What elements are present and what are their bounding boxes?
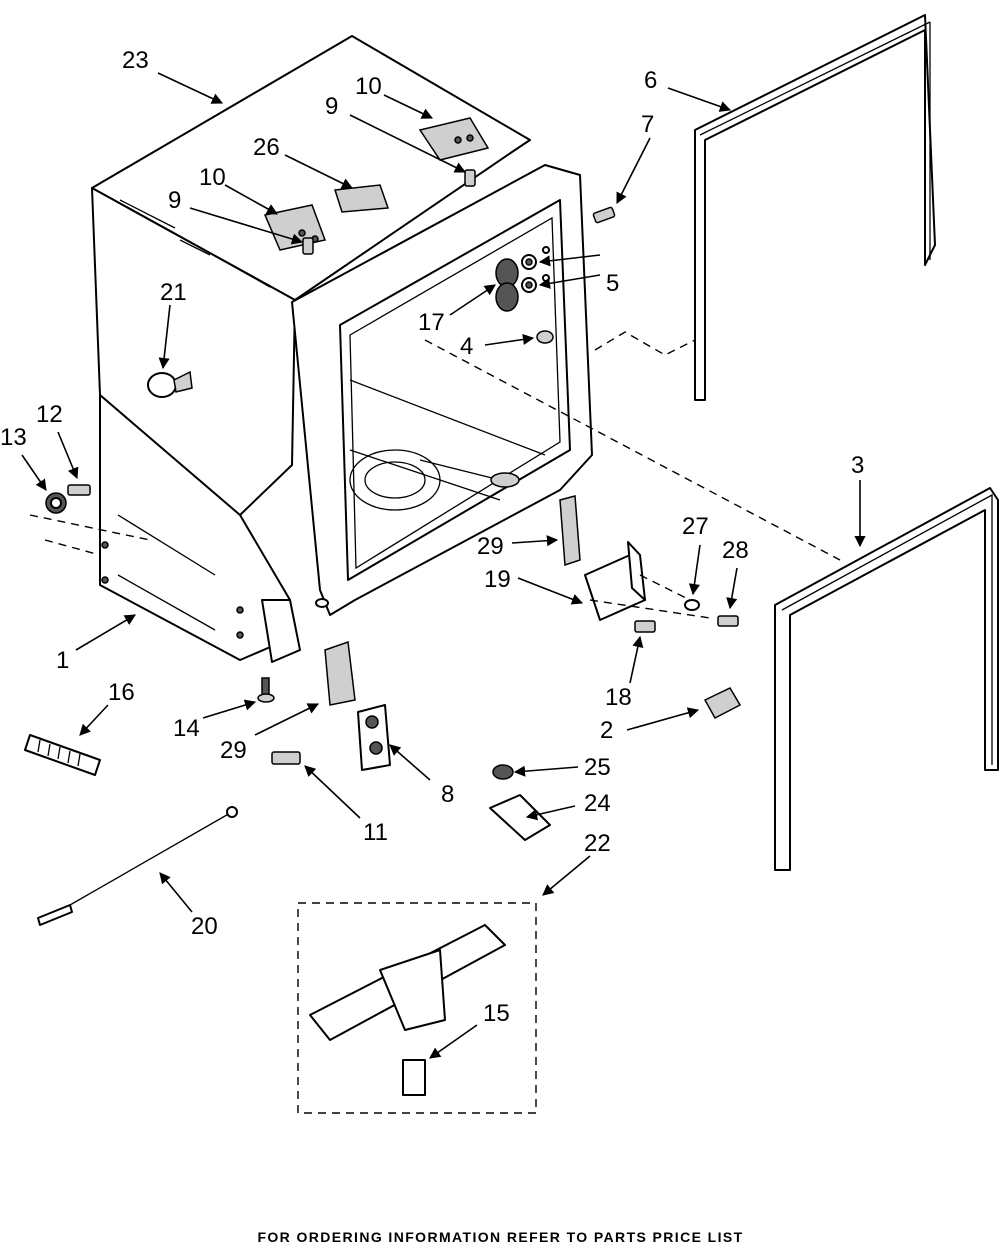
callout-15: 15	[483, 1000, 510, 1027]
bracket-24	[489, 794, 551, 841]
fitting-15	[402, 1059, 426, 1096]
callout-20: 20	[191, 913, 218, 940]
callout-8: 8	[441, 781, 454, 808]
hinge-bracket-rear	[418, 117, 490, 161]
washer-27	[684, 599, 700, 611]
callout-10-rear: 10	[355, 73, 382, 100]
bolt-11	[271, 751, 301, 765]
callout-4: 4	[460, 333, 473, 360]
callout-29-left: 29	[220, 737, 247, 764]
bracket-29-left	[324, 640, 356, 706]
screw-28	[717, 615, 739, 627]
callout-11: 11	[363, 819, 388, 846]
callout-9-rear: 9	[325, 93, 338, 120]
wheels-17	[495, 258, 519, 312]
tub-gasket-3	[774, 487, 999, 871]
callout-3: 3	[851, 452, 864, 479]
bracket-29-right	[559, 495, 581, 567]
callout-9-front: 9	[168, 187, 181, 214]
spray-arm-manifold	[309, 924, 506, 1041]
switch-25	[492, 764, 514, 780]
leader-lines	[21, 72, 866, 1059]
callout-23: 23	[122, 47, 149, 74]
callout-2: 2	[600, 717, 613, 744]
screw-rear	[464, 169, 476, 187]
screw-front	[302, 237, 314, 255]
tub-clip	[334, 184, 390, 213]
callout-22: 22	[584, 830, 611, 857]
callout-7: 7	[641, 111, 654, 138]
clip-2	[703, 687, 742, 720]
grommet	[45, 492, 67, 514]
callout-21: 21	[160, 279, 187, 306]
ordering-info-footer: FOR ORDERING INFORMATION REFER TO PARTS …	[257, 1229, 744, 1245]
bracket-19	[584, 541, 646, 621]
callout-28: 28	[722, 537, 749, 564]
callout-25: 25	[584, 754, 611, 781]
vent-plug	[147, 370, 193, 398]
callout-labels: 23 10 9 26 10 9 21 12 13 6 7 5 17 4 3 29…	[0, 47, 864, 1027]
callout-1: 1	[56, 647, 69, 674]
callout-26: 26	[253, 134, 280, 161]
callout-18: 18	[605, 684, 632, 711]
callout-29-right: 29	[477, 533, 504, 560]
spring-16	[24, 734, 101, 776]
kit-box-22	[297, 902, 537, 1114]
callout-6: 6	[644, 67, 657, 94]
callout-14: 14	[173, 715, 200, 742]
door-gasket-6	[694, 14, 936, 401]
callout-12: 12	[36, 401, 63, 428]
cable-20	[37, 806, 238, 926]
callout-24: 24	[584, 790, 611, 817]
callout-17: 17	[418, 309, 445, 336]
screw-18	[634, 620, 656, 633]
callout-19: 19	[484, 566, 511, 593]
callout-13: 13	[0, 424, 27, 451]
screw-7	[592, 206, 616, 224]
cam-8	[357, 704, 391, 771]
callout-10-front: 10	[199, 164, 226, 191]
tub-assembly	[91, 35, 593, 663]
leveling-leg-14	[257, 677, 275, 703]
callout-5: 5	[606, 270, 619, 297]
bolt-12	[67, 484, 91, 496]
cap-4	[536, 330, 554, 344]
callout-27: 27	[682, 513, 709, 540]
callout-16: 16	[108, 679, 135, 706]
